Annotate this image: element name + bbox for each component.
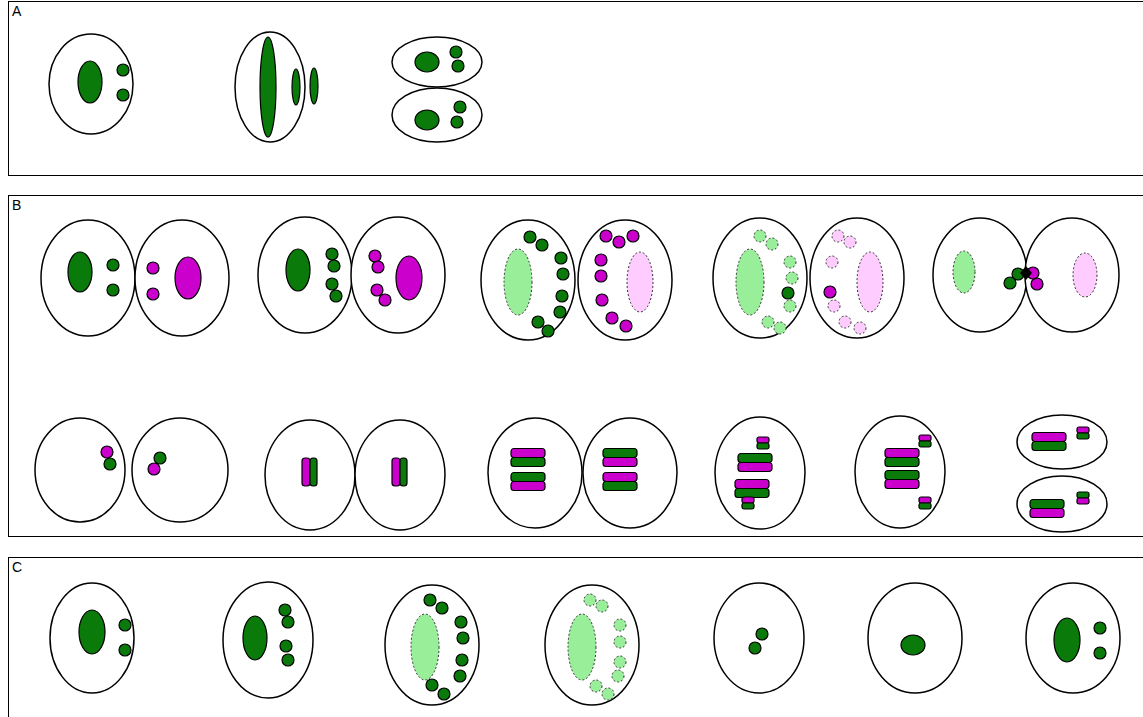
panel-letter: B	[9, 196, 24, 214]
panel-frame: A	[8, 1, 1143, 176]
panel-letter: C	[9, 558, 25, 576]
panel-frame: C	[8, 557, 1143, 717]
panel-letter: A	[9, 2, 24, 20]
panel-frame: B	[8, 195, 1143, 537]
